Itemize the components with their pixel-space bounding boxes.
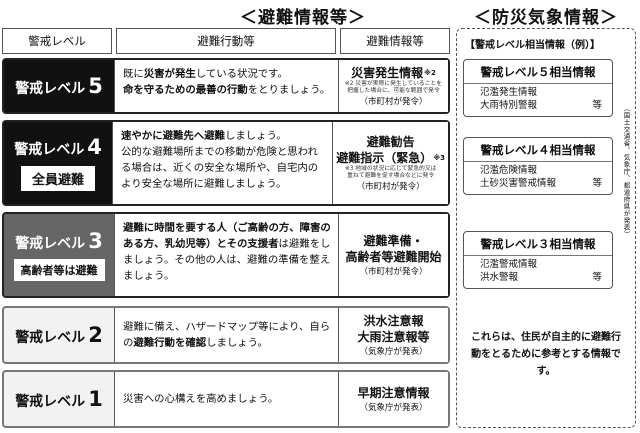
equivalent-item: 氾濫発生情報 <box>480 87 538 98</box>
action-text-segment: 避難に備え、ハザードマップ等により、自らの <box>123 321 331 349</box>
info-cell-2: 洪水注意報 大雨注意報等 （気象庁が発表） <box>338 308 448 362</box>
column-header-level: 警戒レベル <box>2 28 112 54</box>
equivalent-item: 氾濫警戒情報 <box>480 259 538 270</box>
action-text-segment: しましょう。 <box>224 130 287 142</box>
info-footnote-mark: ※3 <box>433 154 445 162</box>
action-text-2: 避難に備え、ハザードマップ等により、自らの避難行動を確認しましょう。 <box>114 308 338 362</box>
emphasis-text: 命を守るための最善の行動 <box>123 84 248 96</box>
equivalent-info-panel: 【警戒レベル相当情報（例）】 警戒レベル５相当情報 氾濫発生情報 大雨特別警報 … <box>456 28 636 428</box>
emphasis-text: 速やかに避難先へ避難 <box>121 130 225 142</box>
info-line: 避難指示（緊急） <box>336 151 433 165</box>
action-text-4: 速やかに避難先へ避難しましょう。公的な避難場所までの移動が危険と思われる場合は、… <box>112 122 333 204</box>
info-line: 洪水注意報 <box>363 314 424 328</box>
etc-mark: 等 <box>592 271 602 283</box>
conclusion-text: これらは、住民が自主的に避難行動をとるために参考とする情報です。 <box>471 332 621 377</box>
action-text-1: 災害への心構えを高めましょう。 <box>114 372 338 426</box>
note-mark: ※3 <box>344 166 354 172</box>
info-cell-3: 避難準備・ 高齢者等避難開始 （市町村が発令） <box>338 214 448 296</box>
info-issuer: （気象庁が発表） <box>359 347 428 357</box>
info-note: ※2 災害が実際に発生していることを把握した場合に、可能な範囲で発令 <box>345 81 442 95</box>
etc-mark: 等 <box>592 177 602 189</box>
header-evacuation-info: ＜避難情報等＞ <box>240 8 366 28</box>
note-line: 把握した場合に、可能な範囲で発令 <box>347 88 440 94</box>
info-line: 災害発生情報 <box>351 66 424 80</box>
note-line: 災害が実際に発生していることを <box>355 81 443 87</box>
note-mark: ※2 <box>344 81 354 87</box>
equivalent-item: 氾濫危険情報 <box>480 165 538 176</box>
header-weather-info: ＜防災気象情報＞ <box>474 8 618 28</box>
level-number: 3 <box>88 229 103 253</box>
level-label: 警戒レベル <box>15 236 86 252</box>
info-line: 大雨注意報等 <box>357 330 430 344</box>
equivalent-item: 洪水警報 <box>480 271 519 283</box>
level-number: 2 <box>88 323 103 347</box>
level-label: 警戒レベル <box>14 142 85 158</box>
equivalent-box-title: 警戒レベル４相当情報 <box>464 138 612 162</box>
action-text-segment: 公的な避難場所までの移動が危険と思われる場合は、近くの安全な場所や、自宅内のより… <box>121 146 319 190</box>
equivalent-box-body: 氾濫危険情報 土砂災害警戒情報 等 <box>464 162 612 194</box>
info-line: 避難勧告 <box>366 135 415 149</box>
equivalent-box-body: 氾濫発生情報 大雨特別警報 等 <box>464 84 612 116</box>
info-line: 高齢者等避難開始 <box>345 250 442 264</box>
level-label: 警戒レベル <box>15 330 86 346</box>
emphasis-text: 災害が発生 <box>143 68 196 80</box>
level-label: 警戒レベル <box>15 81 86 97</box>
info-line: 避難準備・ <box>363 234 424 248</box>
column-header-action: 避難行動等 <box>116 28 336 54</box>
action-text-5: 既に災害が発生している状況です。命を守るための最善の行動をとりましょう。 <box>114 60 338 112</box>
action-text-3: 避難に時間を要する人（ご高齢の方、障害のある方、乳幼児等）とその支援者は避難をし… <box>114 214 338 296</box>
column-header-info: 避難情報等 <box>340 28 450 54</box>
emphasis-text: 避難に時間を要する人（ご高齢の方、障害のある方、乳幼児等）とその支援者 <box>123 222 331 250</box>
action-text-segment: 災害への心構えを高めましょう。 <box>123 393 279 405</box>
action-text-segment: 既に <box>123 68 144 80</box>
info-cell-5: 災害発生情報※2 ※2 災害が実際に発生していることを把握した場合に、可能な範囲… <box>338 60 448 112</box>
level-number: 1 <box>88 387 103 411</box>
level-number: 4 <box>87 135 102 159</box>
action-text-segment: しましょう。 <box>206 337 268 349</box>
action-text-segment: をとりましょう。 <box>247 84 331 96</box>
equivalent-box-title: 警戒レベル５相当情報 <box>464 60 612 84</box>
info-cell-4: 避難勧告 避難指示（緊急）※3 ※3 地域の状況に応じて緊急的又は重ねて避難を促… <box>332 122 448 204</box>
action-text-segment: している状況です。 <box>195 68 288 80</box>
equivalent-item: 大雨特別警報 <box>480 99 538 111</box>
info-issuer: （市町村が発令） <box>356 182 425 192</box>
level-number: 5 <box>88 74 103 98</box>
equivalent-box-level-5: 警戒レベル５相当情報 氾濫発生情報 大雨特別警報 等 <box>463 59 613 117</box>
info-cell-1: 早期注意情報 （気象庁が発表） <box>338 372 448 426</box>
level-label: 警戒レベル <box>15 394 86 410</box>
level-badge: 全員避難 <box>21 166 96 191</box>
equivalent-box-body: 氾濫警戒情報 洪水警報 等 <box>464 256 612 288</box>
equivalent-item: 土砂災害警戒情報 <box>480 177 557 189</box>
info-issuer: （市町村が発令） <box>359 97 428 107</box>
info-issuer: （気象庁が発表） <box>359 403 428 413</box>
info-footnote-mark: ※2 <box>424 69 436 77</box>
emphasis-text: 避難行動を確認 <box>133 337 207 349</box>
action-text-segment: は避難をしましょう。その他の人は、避難の準備を整えましょう。 <box>123 238 331 282</box>
equivalent-box-level-3: 警戒レベル３相当情報 氾濫警戒情報 洪水警報 等 <box>463 231 613 289</box>
etc-mark: 等 <box>592 99 602 111</box>
info-note: ※3 地域の状況に応じて緊急的又は重ねて避難を促す場合などに発令 <box>345 166 437 180</box>
equivalent-box-title: 警戒レベル３相当情報 <box>464 232 612 256</box>
issuer-vertical-note: （国土交通省、気象庁、都道府県が発表） <box>622 105 630 238</box>
note-line: 地域の状況に応じて緊急的又は <box>355 166 437 172</box>
info-issuer: （市町村が発令） <box>359 267 428 277</box>
info-line: 早期注意情報 <box>357 386 430 400</box>
level-badge: 高齢者等は避難 <box>13 259 105 281</box>
equivalent-info-title: 【警戒レベル相当情報（例）】 <box>465 40 600 51</box>
note-line: 重ねて避難を促す場合などに発令 <box>347 173 435 179</box>
equivalent-box-level-4: 警戒レベル４相当情報 氾濫危険情報 土砂災害警戒情報 等 <box>463 137 613 195</box>
